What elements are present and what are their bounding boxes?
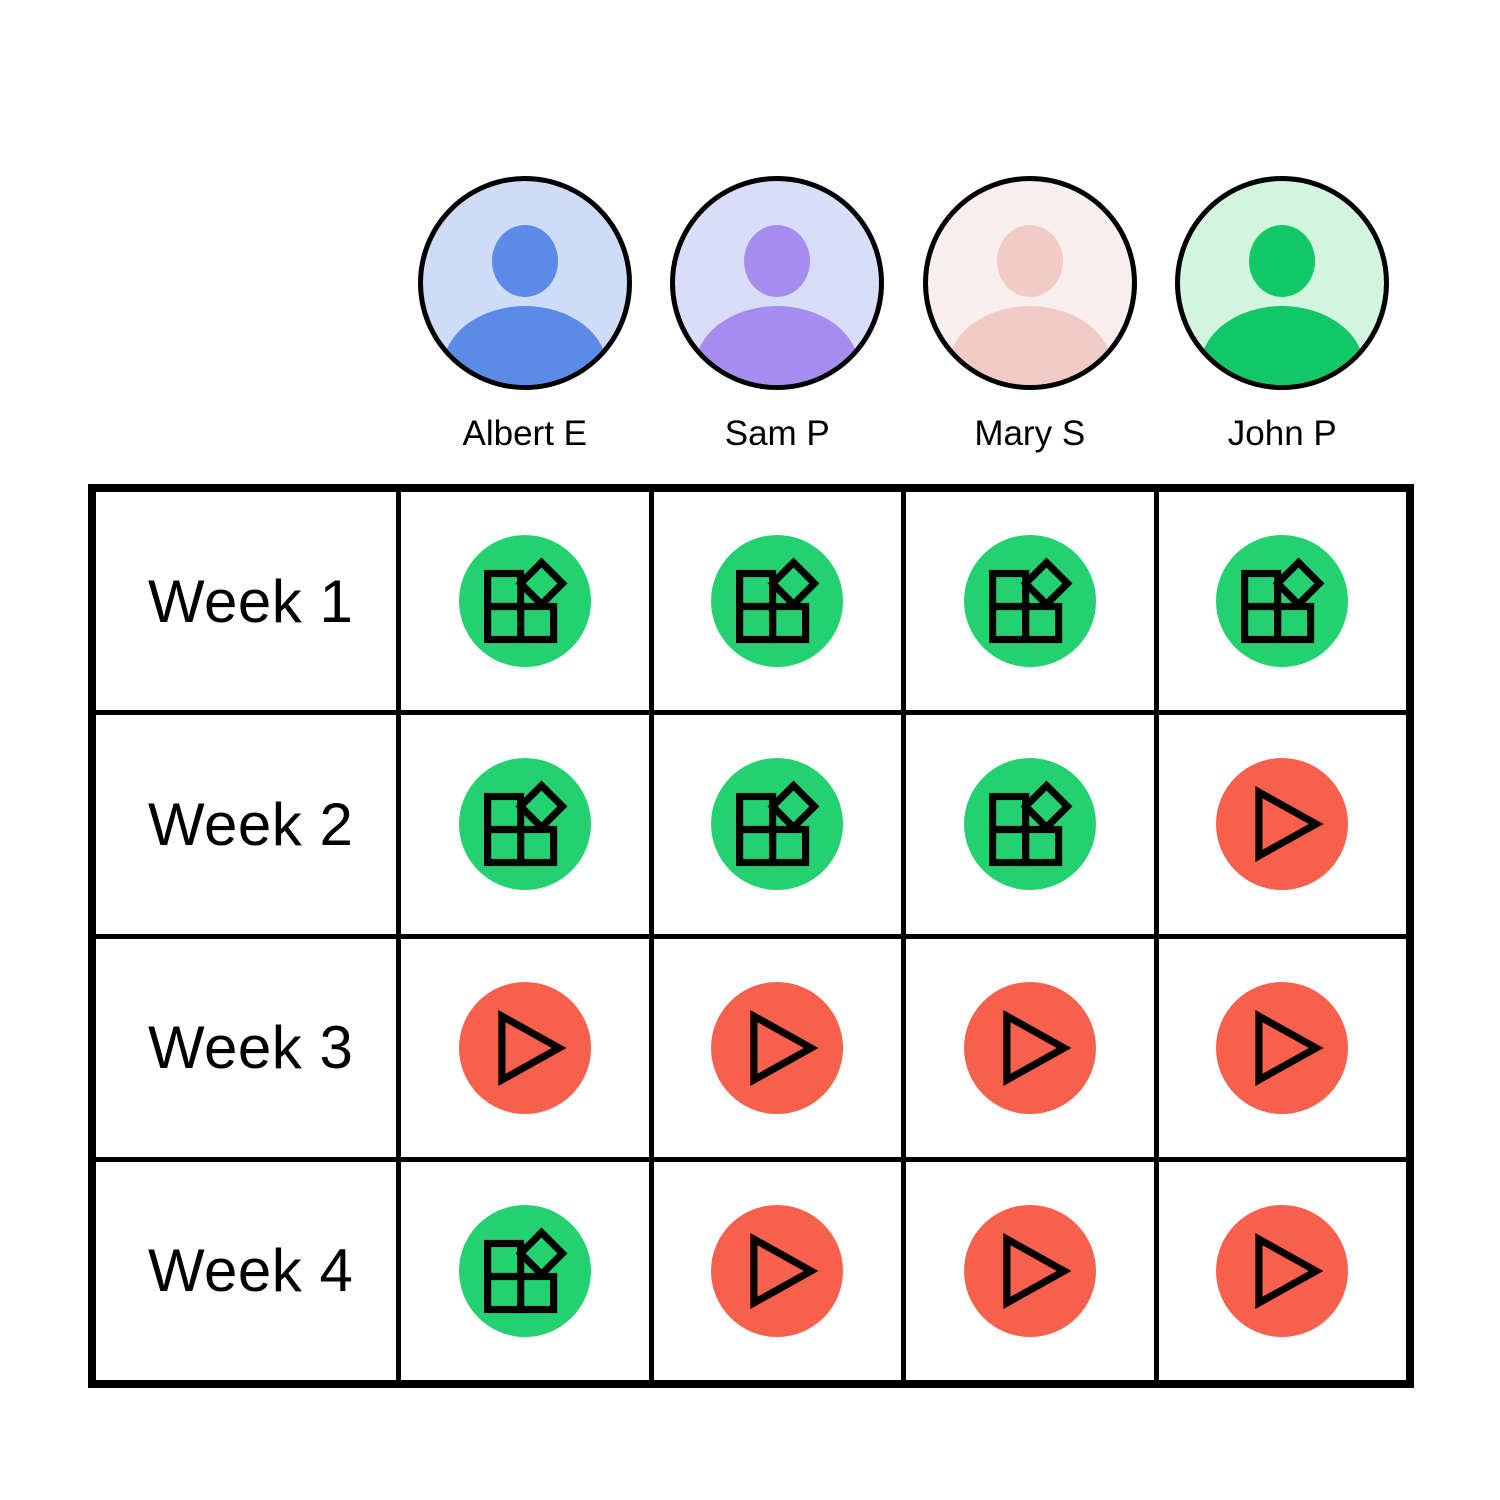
avatar-column-4: John P xyxy=(1159,176,1407,454)
blocks-icon xyxy=(988,780,1073,867)
person-icon xyxy=(1249,225,1316,297)
status-cell xyxy=(906,1161,1154,1380)
avatar xyxy=(670,176,885,390)
status-cell xyxy=(653,938,901,1157)
status-badge-done xyxy=(711,535,844,668)
status-cell xyxy=(906,715,1154,934)
blocks-icon xyxy=(483,780,568,867)
blocks-icon xyxy=(736,557,820,644)
avatar-name-label: Mary S xyxy=(974,414,1086,453)
avatar-name-label: John P xyxy=(1227,414,1337,453)
status-cell xyxy=(1158,492,1406,711)
person-shoulders xyxy=(1200,306,1365,385)
blocks-icon xyxy=(736,780,820,867)
play-icon xyxy=(1255,1232,1324,1309)
row-label: Week 4 xyxy=(96,1161,396,1380)
status-badge-done xyxy=(458,535,591,668)
status-badge-pending xyxy=(458,981,591,1114)
status-badge-pending xyxy=(963,981,1096,1114)
status-badge-pending xyxy=(711,1204,844,1337)
status-badge-done xyxy=(963,535,1096,668)
play-icon xyxy=(1003,1009,1072,1086)
person-shoulders xyxy=(442,306,607,385)
avatar-column-3: Mary S xyxy=(906,176,1154,454)
status-badge-done xyxy=(711,758,844,891)
status-cell xyxy=(401,938,649,1157)
person-icon xyxy=(744,225,811,297)
play-icon xyxy=(1255,786,1324,863)
avatar-name-label: Albert E xyxy=(462,414,588,453)
schedule-table: Week 1 Week 2 xyxy=(88,484,1414,1388)
status-cell xyxy=(653,715,901,934)
blocks-icon xyxy=(988,557,1073,644)
avatar xyxy=(417,176,632,390)
status-cell xyxy=(401,715,649,934)
status-badge-pending xyxy=(1216,758,1349,891)
status-cell xyxy=(1158,715,1406,934)
avatars-row: Albert E Sam P Mary S John P xyxy=(88,176,1414,454)
avatar-column-2: Sam P xyxy=(654,176,902,454)
person-shoulders xyxy=(695,306,860,385)
play-icon xyxy=(1003,1232,1072,1309)
row-label: Week 3 xyxy=(96,938,396,1157)
play-icon xyxy=(498,1009,567,1086)
blocks-icon xyxy=(1241,557,1325,644)
play-icon xyxy=(1255,1009,1324,1086)
status-cell xyxy=(1158,938,1406,1157)
status-badge-pending xyxy=(711,981,844,1114)
blocks-icon xyxy=(483,557,568,644)
status-cell xyxy=(653,492,901,711)
status-cell xyxy=(401,492,649,711)
row-label: Week 1 xyxy=(96,492,396,711)
row-label: Week 2 xyxy=(96,715,396,934)
status-badge-done xyxy=(1216,535,1349,668)
avatar xyxy=(1175,176,1390,390)
avatar-column-1: Albert E xyxy=(401,176,649,454)
status-badge-pending xyxy=(1216,1204,1349,1337)
person-icon xyxy=(491,225,558,297)
avatar-name-label: Sam P xyxy=(724,414,830,453)
blocks-icon xyxy=(483,1227,568,1313)
person-shoulders xyxy=(947,306,1112,385)
status-cell xyxy=(653,1161,901,1380)
status-cell xyxy=(906,492,1154,711)
avatar-spacer xyxy=(96,176,396,454)
person-icon xyxy=(996,225,1063,297)
status-cell xyxy=(906,938,1154,1157)
status-badge-done xyxy=(458,758,591,891)
status-cell xyxy=(1158,1161,1406,1380)
play-icon xyxy=(750,1009,819,1086)
status-badge-done xyxy=(458,1204,591,1337)
avatar xyxy=(922,176,1137,390)
status-badge-pending xyxy=(963,1204,1096,1337)
play-icon xyxy=(750,1232,819,1309)
status-cell xyxy=(401,1161,649,1380)
status-badge-pending xyxy=(1216,981,1349,1114)
status-badge-done xyxy=(963,758,1096,891)
